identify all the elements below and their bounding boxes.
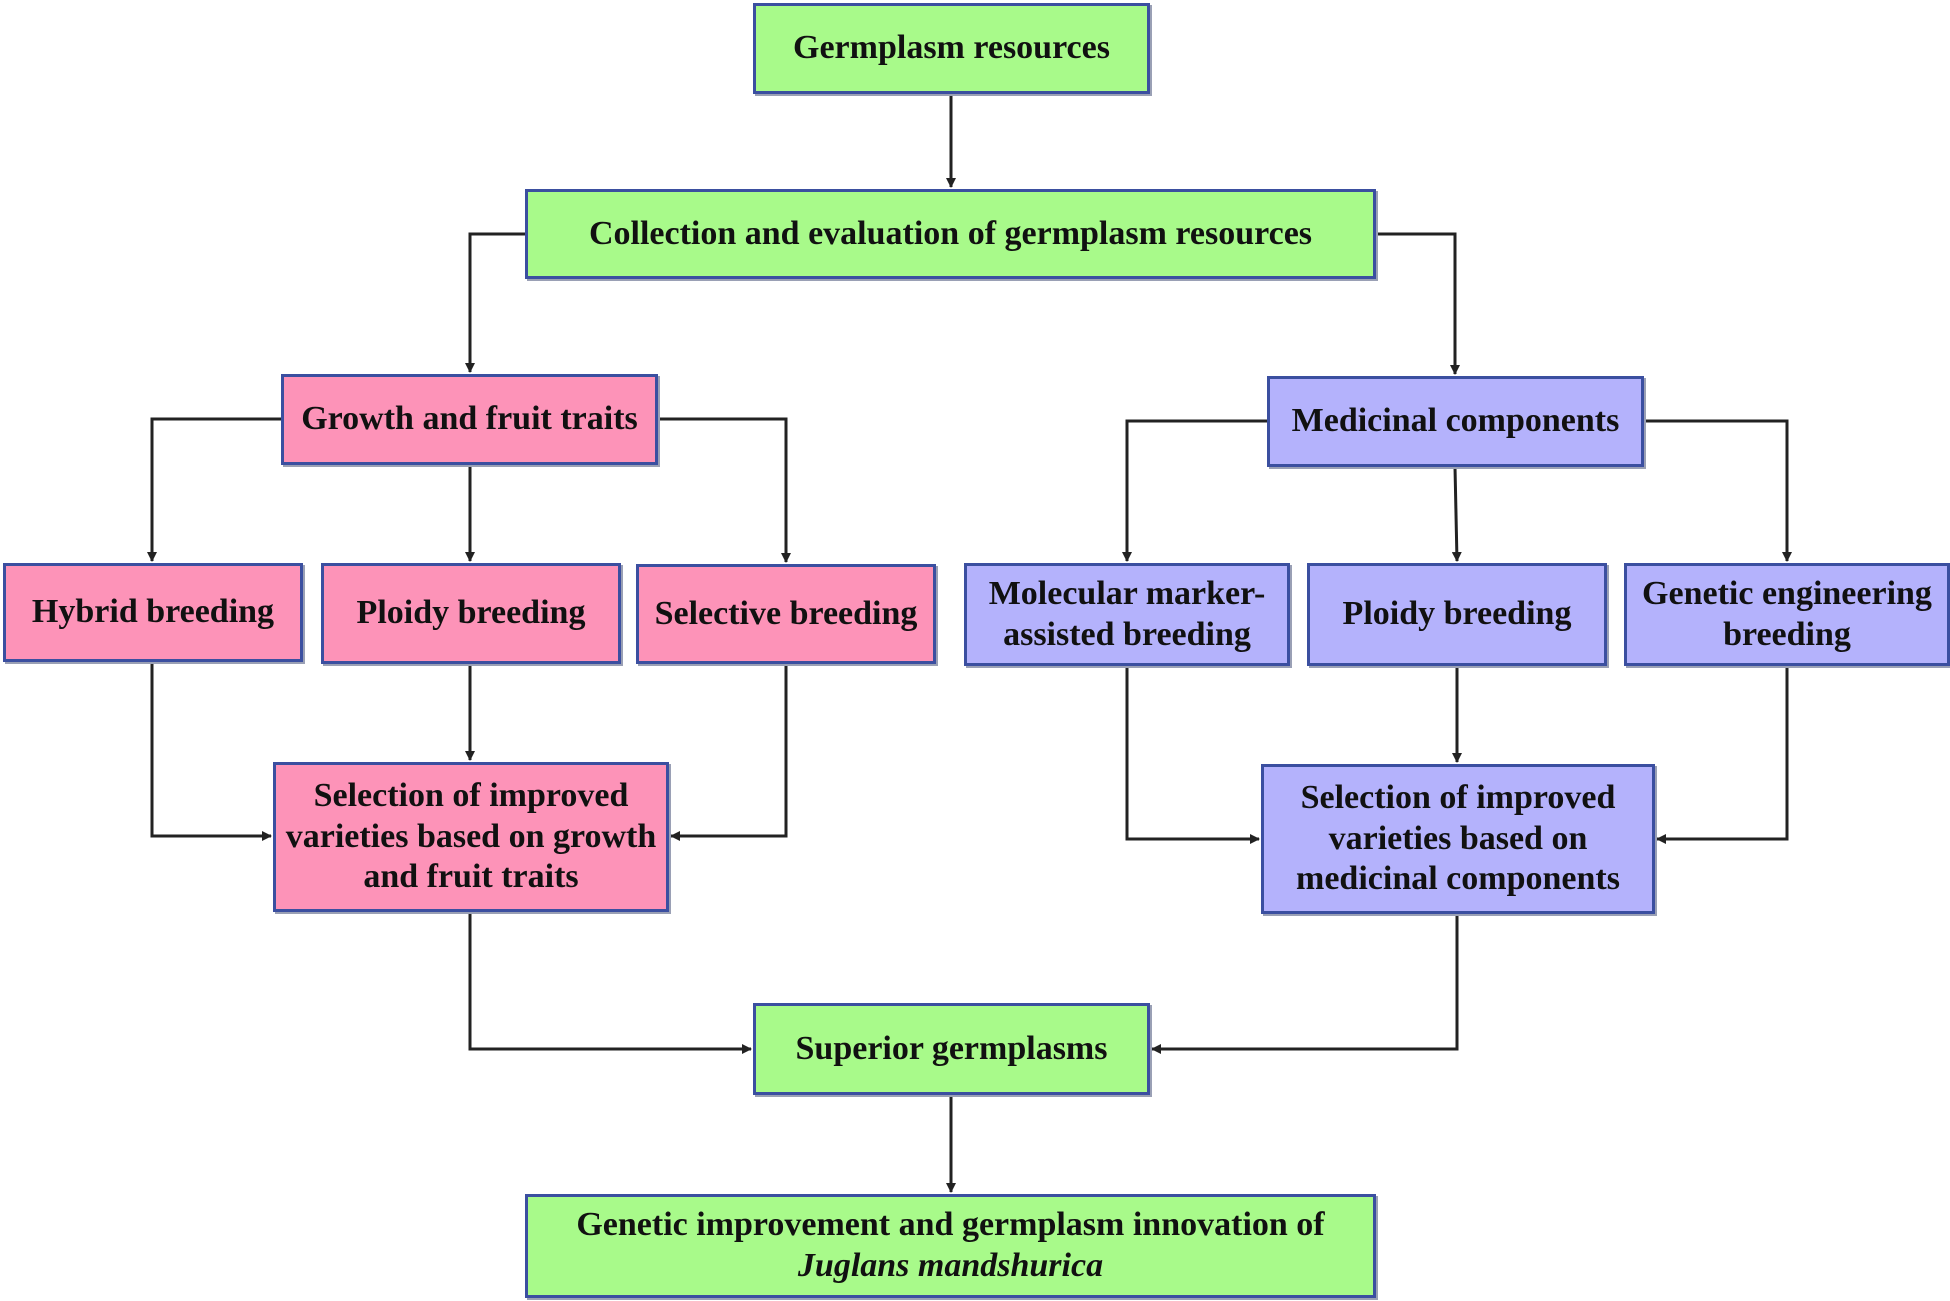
arrow-genetic-to-selection — [1656, 666, 1789, 844]
selection-growth-label-line2: varieties based on growth — [285, 817, 657, 855]
molecular-marker-box: Molecular marker- assisted breeding — [964, 563, 1290, 666]
arrow-growth-to-hybrid — [147, 417, 281, 562]
genetic-engineering-label-line1: Genetic engineering — [1642, 574, 1932, 612]
medicinal-components-label: Medicinal components — [1291, 402, 1620, 440]
arrow-medicinal-to-molecular — [1122, 419, 1267, 562]
superior-germplasms-box: Superior germplasms — [753, 1003, 1150, 1095]
collection-evaluation-label: Collection and evaluation of germplasm r… — [588, 214, 1313, 252]
arrow-selective-to-selection — [670, 664, 788, 841]
selection-medicinal-label-line1: Selection of improved — [1300, 778, 1616, 816]
selective-breeding-label: Selective breeding — [654, 594, 918, 632]
selection-growth-box: Selection of improved varieties based on… — [273, 762, 669, 912]
genetic-engineering-box: Genetic engineering breeding — [1624, 563, 1950, 666]
genetic-engineering-label-line2: breeding — [1723, 615, 1851, 653]
species-name-label: Juglans mandshurica — [797, 1247, 1104, 1284]
ploidy-breeding-left-label: Ploidy breeding — [356, 594, 586, 632]
arrow-hybrid-to-selection — [150, 662, 272, 841]
ploidy-breeding-left-box: Ploidy breeding — [321, 563, 621, 664]
arrow-medicinal-to-genetic — [1644, 419, 1792, 562]
collection-evaluation-box: Collection and evaluation of germplasm r… — [525, 189, 1376, 279]
germplasm-resources-box: Germplasm resources — [753, 3, 1150, 94]
ploidy-breeding-right-label: Ploidy breeding — [1342, 595, 1572, 633]
germplasm-resources-label: Germplasm resources — [793, 29, 1110, 67]
medicinal-components-box: Medicinal components — [1267, 376, 1644, 467]
arrow-selection-growth-to-superior — [468, 912, 752, 1054]
arrow-medicinal-to-ploidy — [1451, 466, 1462, 562]
selection-growth-label-line3: and fruit traits — [363, 858, 579, 896]
arrow-collection-to-medicinal — [1376, 232, 1460, 375]
genetic-improvement-label-line1: Genetic improvement and germplasm innova… — [576, 1206, 1325, 1244]
selection-medicinal-label-line2: varieties based on — [1328, 819, 1588, 857]
arrow-selection-medicinal-to-superior — [1151, 914, 1459, 1054]
molecular-marker-label-line2: assisted breeding — [1003, 615, 1251, 653]
selection-medicinal-label-line3: medicinal components — [1296, 860, 1620, 898]
growth-fruit-traits-box: Growth and fruit traits — [281, 374, 658, 465]
selection-growth-label-line1: Selection of improved — [313, 776, 629, 814]
arrow-growth-to-selective — [658, 417, 791, 563]
selection-medicinal-box: Selection of improved varieties based on… — [1261, 764, 1655, 914]
arrow-collection-to-growth — [465, 232, 525, 373]
arrow-molecular-to-selection — [1125, 666, 1260, 844]
growth-fruit-traits-label: Growth and fruit traits — [301, 400, 638, 438]
hybrid-breeding-label: Hybrid breeding — [31, 593, 275, 631]
genetic-improvement-box: Genetic improvement and germplasm innova… — [525, 1194, 1376, 1298]
hybrid-breeding-box: Hybrid breeding — [3, 563, 303, 662]
molecular-marker-label-line1: Molecular marker- — [988, 574, 1266, 612]
ploidy-breeding-right-box: Ploidy breeding — [1307, 563, 1607, 666]
superior-germplasms-label: Superior germplasms — [795, 1029, 1108, 1067]
selective-breeding-box: Selective breeding — [636, 564, 936, 664]
